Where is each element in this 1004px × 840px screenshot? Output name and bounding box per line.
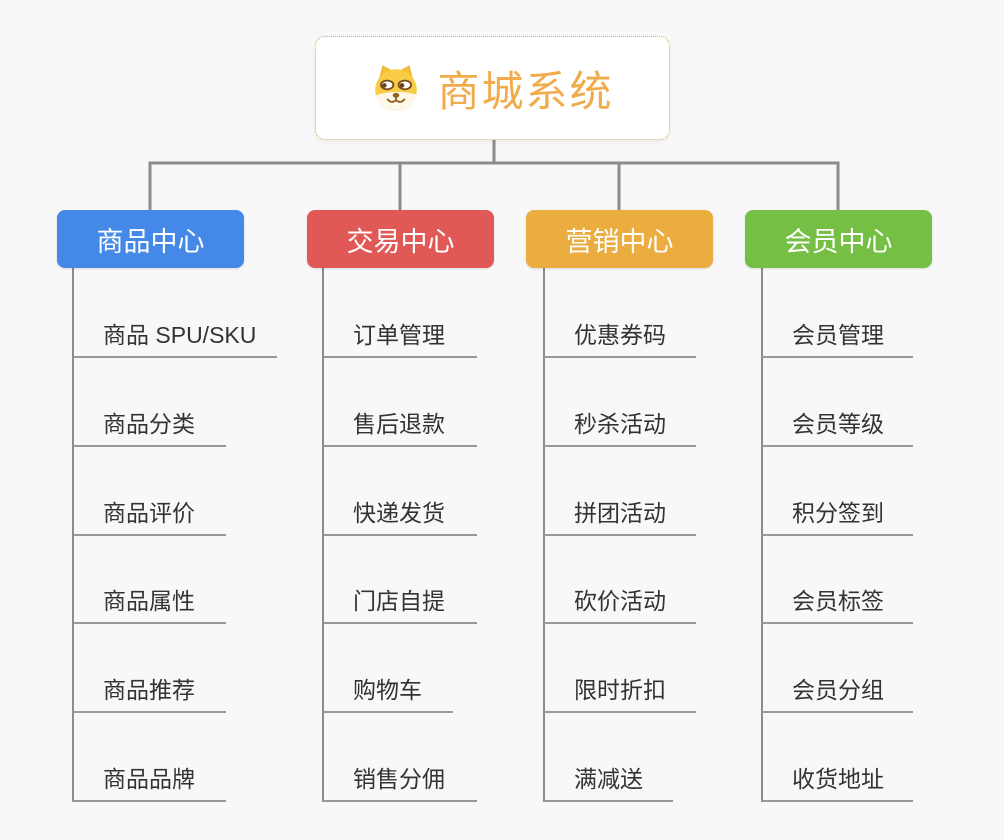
leaf-node[interactable]: 秒杀活动 — [544, 405, 696, 447]
leaf-node[interactable]: 拼团活动 — [544, 494, 696, 536]
leaf-node[interactable]: 商品 SPU/SKU — [73, 316, 277, 358]
leaf-node[interactable]: 满减送 — [544, 760, 673, 802]
root-title: 商城系统 — [437, 67, 614, 115]
branch-node[interactable]: 商品中心 — [57, 210, 244, 268]
leaf-node[interactable]: 会员等级 — [762, 405, 913, 447]
leaf-node[interactable]: 收货地址 — [762, 760, 913, 802]
leaf-node[interactable]: 订单管理 — [323, 316, 477, 358]
leaf-node[interactable]: 购物车 — [323, 671, 453, 713]
root-node[interactable]: 商城系统 — [315, 36, 670, 140]
leaf-node[interactable]: 商品分类 — [73, 405, 226, 447]
doge-icon — [375, 65, 418, 111]
leaf-node[interactable]: 门店自提 — [323, 582, 477, 624]
leaf-node[interactable]: 快递发货 — [323, 494, 477, 536]
leaf-node[interactable]: 商品品牌 — [73, 760, 226, 802]
leaf-node[interactable]: 会员管理 — [762, 316, 913, 358]
leaf-node[interactable]: 商品推荐 — [73, 671, 226, 713]
leaf-node[interactable]: 会员分组 — [762, 671, 913, 713]
leaf-node[interactable]: 积分签到 — [762, 494, 913, 536]
leaf-node[interactable]: 砍价活动 — [544, 582, 696, 624]
leaf-node[interactable]: 优惠券码 — [544, 316, 696, 358]
leaf-node[interactable]: 销售分佣 — [323, 760, 477, 802]
leaf-node[interactable]: 商品评价 — [73, 494, 226, 536]
leaf-node[interactable]: 商品属性 — [73, 582, 226, 624]
branch-node[interactable]: 会员中心 — [745, 210, 932, 268]
branch-node[interactable]: 交易中心 — [307, 210, 494, 268]
leaf-node[interactable]: 售后退款 — [323, 405, 477, 447]
leaf-node[interactable]: 限时折扣 — [544, 671, 696, 713]
leaf-node[interactable]: 会员标签 — [762, 582, 913, 624]
branch-node[interactable]: 营销中心 — [526, 210, 713, 268]
